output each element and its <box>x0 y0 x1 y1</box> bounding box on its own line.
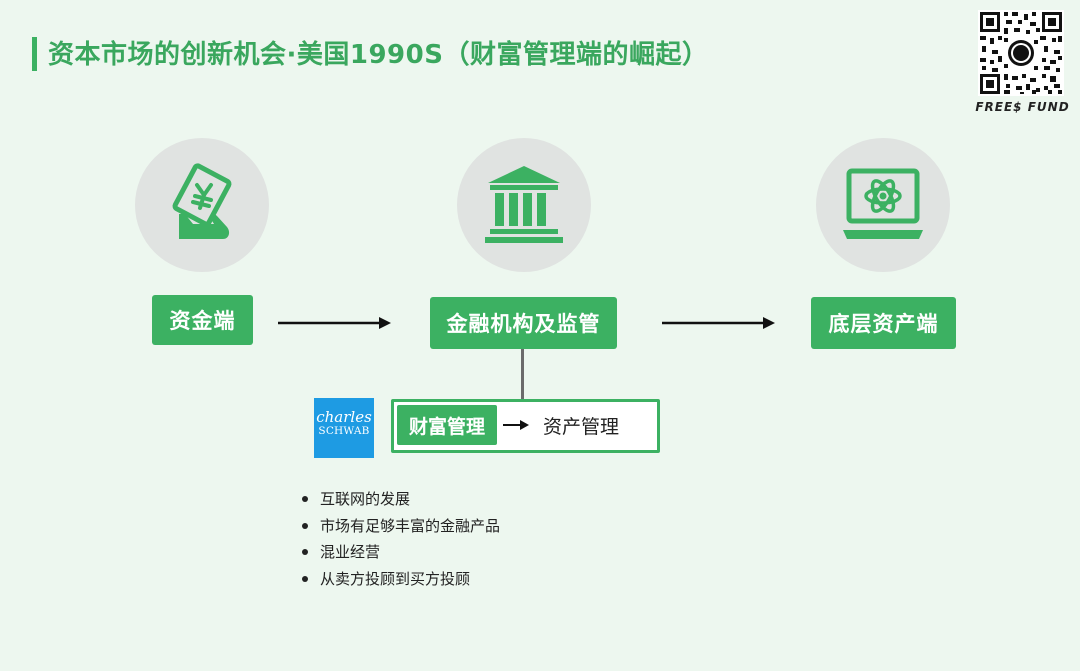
qr-code-icon <box>978 10 1064 96</box>
bullet-dot-icon <box>302 575 308 582</box>
charles-schwab-logo: charles SCHWAB <box>314 398 374 458</box>
flow-arrow-1 <box>278 317 391 329</box>
node-financial-institutions: 金融机构及监管 <box>430 297 617 349</box>
list-item: 从卖方投顾到买方投顾 <box>300 566 500 593</box>
bank-building-icon <box>457 138 591 272</box>
bullet-dot-icon <box>302 496 308 502</box>
page-title: 资本市场的创新机会·美国1990S（财富管理端的崛起） <box>48 40 709 70</box>
node-underlying-assets: 底层资产端 <box>811 297 956 349</box>
money-card-hand-icon <box>135 138 269 272</box>
node-funding-side: 资金端 <box>152 295 253 345</box>
brand-label: FREE$ FUND <box>975 100 1070 114</box>
bullet-dot-icon <box>302 549 308 555</box>
list-item: 市场有足够丰富的金融产品 <box>300 513 500 540</box>
driver-list: 互联网的发展 市场有足够丰富的金融产品 混业经营 从卖方投顾到买方投顾 <box>300 486 500 592</box>
flow-arrow-2 <box>662 317 775 329</box>
connector-line <box>521 349 524 400</box>
bullet-dot-icon <box>302 522 308 529</box>
wealth-arrow <box>503 420 529 430</box>
asset-management-label: 资产管理 <box>543 416 620 438</box>
wealth-management-tag: 财富管理 <box>397 405 497 445</box>
laptop-atom-icon <box>816 138 950 272</box>
list-item: 混业经营 <box>300 539 500 566</box>
title-accent-bar <box>32 37 37 71</box>
list-item: 互联网的发展 <box>300 486 500 513</box>
